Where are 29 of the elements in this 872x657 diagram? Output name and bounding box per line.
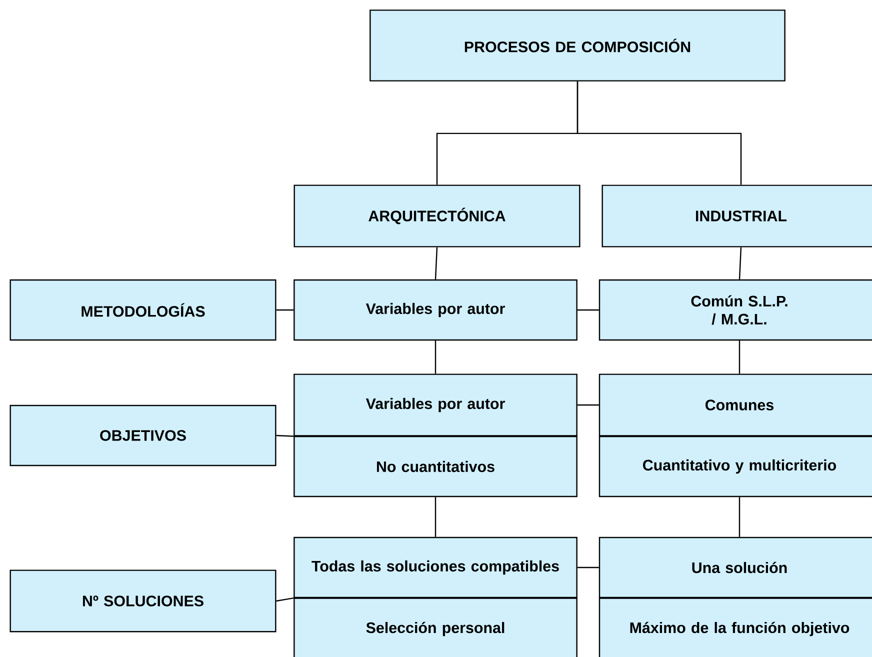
process-box: INDUSTRIAL <box>602 184 872 248</box>
connector-line <box>577 566 599 568</box>
process-box: METODOLOGÍAS <box>10 279 276 341</box>
process-box: Variables por autor <box>294 279 578 341</box>
process-box: Máximo de la función objetivo <box>598 598 872 657</box>
connector-line <box>738 497 740 537</box>
connector-line <box>434 497 436 537</box>
process-box: Selección personal <box>294 598 578 657</box>
connector-line <box>577 404 599 406</box>
connector-line <box>577 309 599 311</box>
process-box: Común S.L.P. / M.G.L. <box>598 279 872 341</box>
connector-line <box>434 247 438 280</box>
connector-line <box>434 340 436 374</box>
process-box: ARQUITECTÓNICA <box>294 184 580 248</box>
connector-line <box>738 247 742 280</box>
process-box: PROCESOS DE COMPOSICIÓN <box>370 10 786 82</box>
process-box: Cuantitativo y multicriterio <box>598 436 872 498</box>
process-box: Nº SOLUCIONES <box>10 570 276 632</box>
connector-line <box>276 598 294 602</box>
process-box: OBJETIVOS <box>10 404 276 466</box>
connector-line <box>276 434 294 437</box>
connector-line <box>738 340 740 374</box>
process-box: No cuantitativos <box>294 436 578 498</box>
process-box: Una solución <box>598 536 872 598</box>
process-box: Variables por autor <box>294 374 578 436</box>
process-box: Comunes <box>598 374 872 436</box>
process-box: Todas las soluciones compatibles <box>294 536 578 598</box>
connector-line <box>576 81 742 185</box>
connector-line <box>276 309 294 311</box>
